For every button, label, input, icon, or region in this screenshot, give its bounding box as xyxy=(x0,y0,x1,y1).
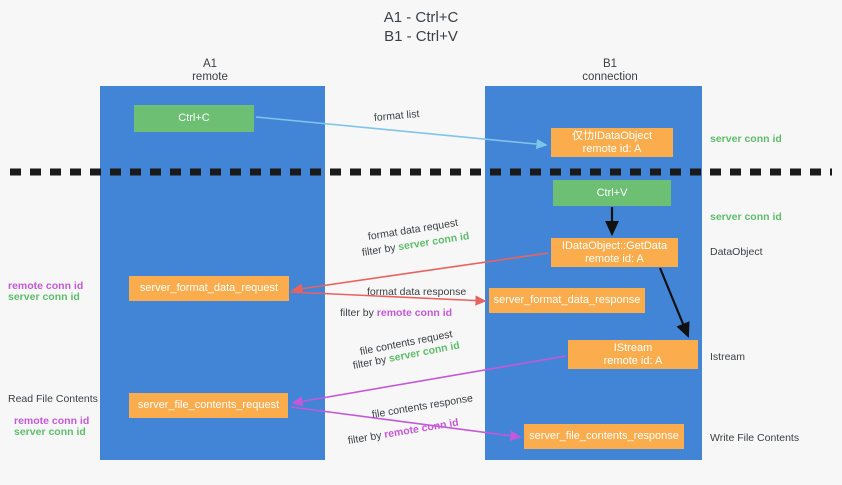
node-server-file-contents-response: server_file_contents_response xyxy=(524,424,684,449)
node-istream: IStream remote id: A xyxy=(568,340,698,369)
node-ctrl-c: Ctrl+C xyxy=(134,105,254,132)
filter-value-remote-conn-id: remote conn id xyxy=(376,307,453,319)
side-label-server-conn-id-top: server conn id xyxy=(710,133,782,145)
column-b1-role: connection xyxy=(582,71,638,83)
node-getdata-label: IDataObject::GetData xyxy=(561,239,668,252)
title-line-2: B1 - Ctrl+V xyxy=(384,28,458,45)
node-istream-label: IStream xyxy=(613,341,653,354)
node-ctrl-c-label: Ctrl+C xyxy=(178,112,210,124)
node-idataobject: 仅㔹IDataObject remote id: A xyxy=(551,128,673,157)
side-label-istream: Istream xyxy=(710,351,746,363)
filter-prefix: filter by xyxy=(340,307,377,319)
node-server-file-contents-request: server_file_contents_request xyxy=(129,393,288,418)
node-format-data-request-label: server_format_data_request xyxy=(139,282,279,294)
annotation-format-list-text: format list xyxy=(373,108,420,124)
page-title: A1 - Ctrl+C B1 - Ctrl+V xyxy=(0,8,842,46)
node-ctrl-v-label: Ctrl+V xyxy=(596,186,628,199)
arrow-file-contents-response xyxy=(290,406,522,441)
node-idataobject-label: 仅㔹IDataObject xyxy=(571,129,653,142)
side-label-server-conn-id-left-top: server conn id xyxy=(8,291,80,303)
column-b1-name: B1 xyxy=(602,58,618,70)
arrow-getdata-to-istream xyxy=(658,267,690,339)
node-file-contents-request-label: server_file_contents_request xyxy=(137,399,280,411)
arrow-format-list xyxy=(255,116,548,150)
node-ctrl-v: Ctrl+V xyxy=(553,180,671,206)
side-label-remote-conn-id-top: remote conn id xyxy=(8,280,84,292)
annotation-format-data-response-text: format data response xyxy=(367,286,467,298)
node-idataobject-remote-id: remote id: A xyxy=(582,142,642,155)
title-line-1: A1 - Ctrl+C xyxy=(383,9,459,26)
side-label-dataobject: DataObject xyxy=(710,246,763,258)
column-a1-role: remote xyxy=(192,71,228,83)
side-label-server-conn-id-left-bottom: server conn id xyxy=(14,426,86,438)
arrow-file-contents-request xyxy=(291,355,567,407)
side-label-write-file-contents: Write File Contents xyxy=(710,432,800,444)
node-server-format-data-request: server_format_data_request xyxy=(129,276,289,301)
node-format-data-response-label: server_format_data_response xyxy=(493,294,641,306)
column-a1-name: A1 xyxy=(202,58,218,70)
side-label-server-conn-id-mid: server conn id xyxy=(710,211,782,223)
node-server-format-data-response: server_format_data_response xyxy=(489,288,645,313)
node-getdata-remote-id: remote id: A xyxy=(585,252,644,265)
node-istream-remote-id: remote id: A xyxy=(603,354,663,367)
annotation-format-data-response: format data response xyxy=(367,285,466,299)
column-header-a1: A1 remote xyxy=(140,58,280,84)
arrow-format-data-request xyxy=(291,252,549,294)
side-label-read-file-contents: Read File Contents xyxy=(8,393,98,405)
annotation-format-data-response-filter: filter by remote conn id xyxy=(340,306,452,320)
node-idataobject-getdata: IDataObject::GetData remote id: A xyxy=(551,238,678,267)
node-file-contents-response-label: server_file_contents_response xyxy=(529,430,679,442)
side-label-remote-conn-id-bottom: remote conn id xyxy=(14,415,90,427)
arrow-format-data-response xyxy=(289,291,487,306)
column-header-b1: B1 connection xyxy=(540,58,680,84)
